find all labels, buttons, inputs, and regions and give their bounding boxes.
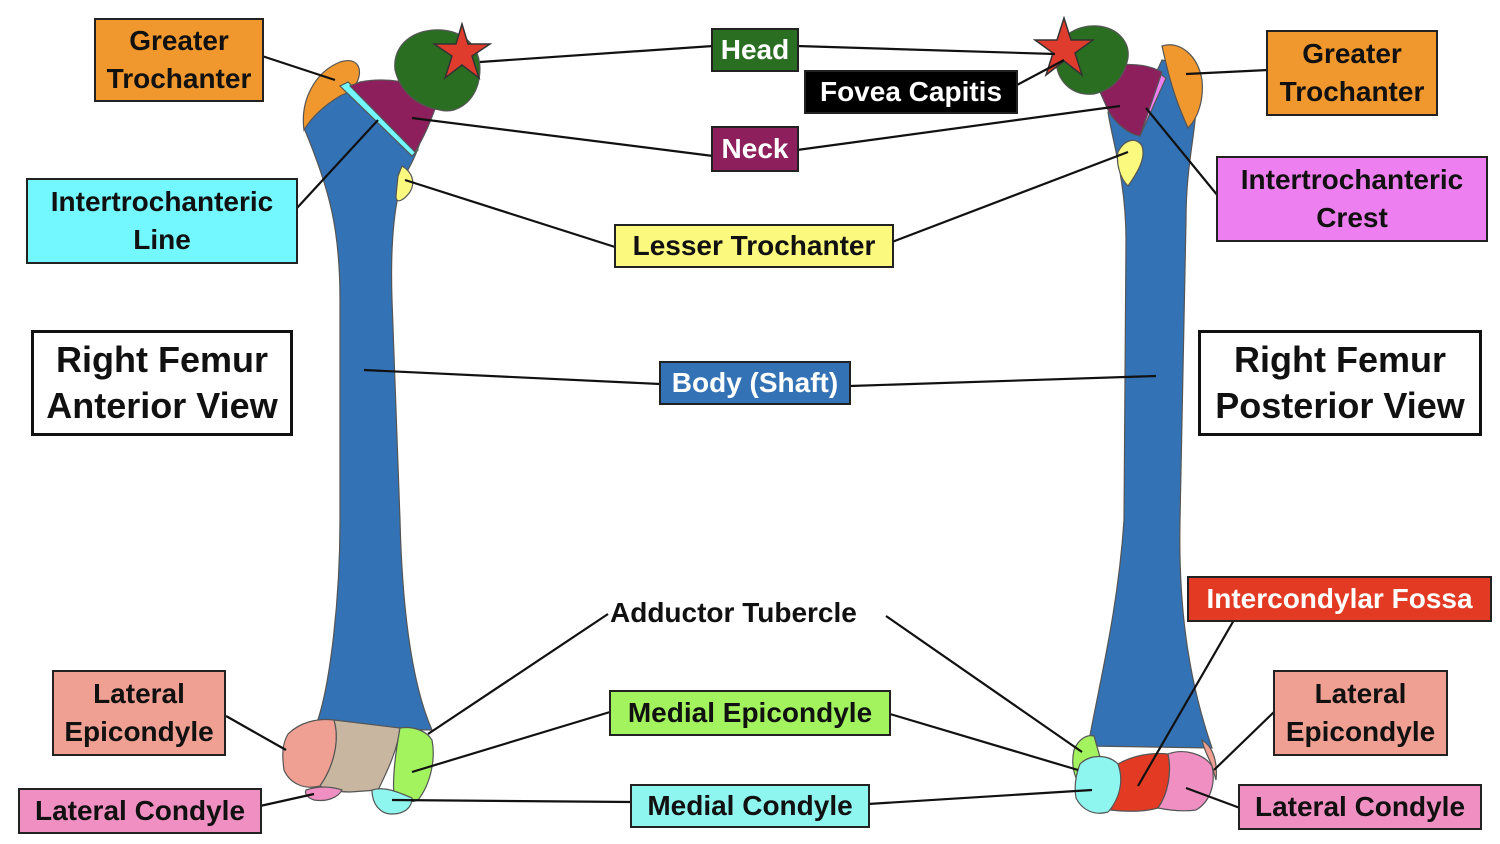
label-intertrochanteric-crest: Intertrochanteric Crest: [1216, 156, 1488, 242]
label-adductor-tubercle: Adductor Tubercle: [610, 597, 857, 628]
posterior-lateral-condyle: [1156, 751, 1214, 812]
posterior-lesser-trochanter: [1116, 139, 1144, 187]
leader-medial-epicondyle-left: [411, 710, 611, 774]
label-right-lateral-condyle: Lateral Condyle: [1238, 784, 1482, 830]
leader-neck-left: [411, 116, 714, 158]
label-left-lateral-condyle: Lateral Condyle: [18, 788, 262, 834]
femur-anterior-view: [282, 21, 493, 815]
leader-head-right: [796, 44, 1056, 56]
leader-lesser-trochanter-right: [891, 150, 1129, 244]
label-intercondylar-fossa: Intercondylar Fossa: [1187, 576, 1492, 622]
label-neck: Neck: [711, 126, 799, 172]
leader-medial-condyle-right: [867, 788, 1093, 806]
anterior-medial-condyle: [371, 788, 413, 815]
leader-medial-epicondyle-right: [889, 712, 1079, 772]
label-left-lateral-epicondyle: Lateral Epicondyle: [52, 670, 226, 756]
label-right-lateral-epicondyle: Lateral Epicondyle: [1273, 670, 1448, 756]
label-head: Head: [711, 28, 799, 72]
leader-adductor-tubercle-left: [427, 613, 609, 735]
leader-lateral-epicondyle-right: [1213, 711, 1275, 771]
posterior-medial-condyle: [1074, 755, 1122, 814]
anterior-greater-trochanter: [302, 60, 367, 132]
leader-greater-trochanter-right: [1185, 68, 1269, 76]
leader-fovea-capitis: [1014, 59, 1065, 87]
label-fovea-capitis: Fovea Capitis: [804, 70, 1018, 114]
label-body-shaft: Body (Shaft): [659, 361, 851, 405]
leader-lateral-epicondyle-left: [225, 715, 287, 751]
anterior-medial-epicondyle: [392, 726, 434, 803]
anterior-lesser-trochanter: [395, 165, 414, 202]
label-lesser-trochanter: Lesser Trochanter: [614, 224, 894, 268]
label-left-greater-trochanter: Greater Trochanter: [94, 18, 264, 102]
leader-medial-condyle-left: [391, 798, 633, 804]
leader-greater-trochanter-left: [261, 54, 336, 82]
leader-body-right: [849, 374, 1157, 388]
anterior-fovea-star-icon: [431, 21, 493, 81]
leader-head-left: [479, 44, 714, 64]
leader-intertrochanteric-line: [296, 119, 379, 209]
leader-lateral-condyle-right: [1185, 786, 1241, 810]
posterior-greater-trochanter: [1161, 44, 1203, 130]
anterior-intertrochanteric-line: [338, 81, 419, 157]
leader-adductor-tubercle-right: [885, 615, 1083, 753]
leader-neck-right: [796, 104, 1121, 152]
leader-lesser-trochanter-left: [404, 178, 616, 249]
posterior-lateral-epicondyle: [1201, 738, 1217, 781]
leader-lines: [225, 44, 1275, 810]
leader-body-left: [363, 368, 661, 386]
label-intertrochanteric-line: Intertrochanteric Line: [26, 178, 298, 264]
label-medial-epicondyle: Medial Epicondyle: [609, 690, 891, 736]
leader-intertrochanteric-crest: [1145, 107, 1219, 197]
leader-lateral-condyle-left: [259, 792, 315, 808]
title-anterior-view: Right Femur Anterior View: [31, 330, 293, 436]
leader-intercondylar-fossa: [1137, 619, 1235, 787]
femur-posterior-view: [1032, 15, 1217, 814]
label-right-greater-trochanter: Greater Trochanter: [1266, 30, 1438, 116]
label-medial-condyle: Medial Condyle: [630, 784, 870, 828]
posterior-body-shaft: [1087, 59, 1213, 749]
title-posterior-view: Right Femur Posterior View: [1198, 330, 1482, 436]
